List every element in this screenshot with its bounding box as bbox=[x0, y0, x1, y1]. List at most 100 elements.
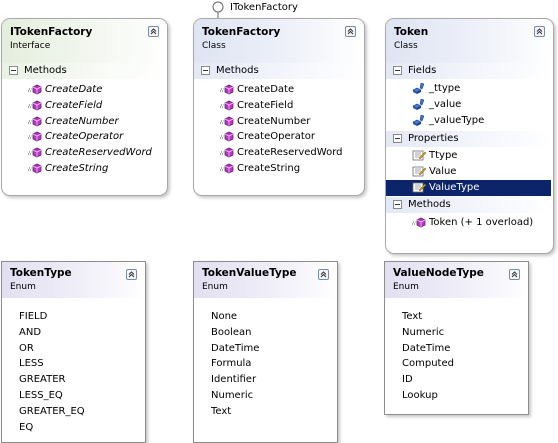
method-icon bbox=[220, 116, 234, 128]
method-name: CreateOperator bbox=[45, 131, 124, 143]
token-properties-section[interactable]: Properties bbox=[386, 131, 553, 148]
tokentype-enum-value[interactable]: FIELD bbox=[19, 311, 48, 322]
valuenodetype-enum-value[interactable]: DateTime bbox=[402, 342, 451, 354]
property-icon bbox=[412, 150, 427, 162]
tokentype-enum-value[interactable]: LESS bbox=[19, 358, 44, 370]
section-collapse-icon[interactable] bbox=[201, 66, 210, 75]
tokenvaluetype-header: TokenValueType Enum bbox=[194, 262, 337, 298]
tokenfactory-method-row[interactable]: CreateField bbox=[194, 98, 364, 114]
method-name: CreateNumber bbox=[237, 115, 311, 127]
method-icon bbox=[220, 147, 234, 159]
tokentype-shape[interactable]: TokenType Enum FIELD AND OR LESS GREATER LESS… bbox=[1, 261, 146, 443]
tokentype-header: TokenType Enum bbox=[2, 262, 145, 298]
method-icon bbox=[28, 100, 42, 112]
itokenfactory-title: ITokenFactory bbox=[10, 26, 93, 38]
tokentype-enum-value[interactable]: EQ bbox=[19, 421, 34, 433]
valuenodetype-enum-value[interactable]: ID bbox=[402, 374, 413, 386]
property-name: Ttype bbox=[429, 150, 458, 162]
tokentype-title: TokenType bbox=[10, 267, 72, 279]
token-field-row[interactable]: _value bbox=[386, 97, 553, 113]
tokentype-stereotype: Enum bbox=[10, 282, 36, 292]
interface-lollipop-label: ITokenFactory bbox=[230, 2, 298, 13]
tokenvaluetype-enum-value[interactable]: Boolean bbox=[211, 326, 252, 338]
tokenfactory-method-row[interactable]: CreateReservedWord bbox=[194, 145, 364, 161]
token-shape[interactable]: Token Class Fields _ttype _value_valueTyp… bbox=[385, 18, 554, 254]
itokenfactory-method-row[interactable]: CreateReservedWord bbox=[2, 145, 167, 161]
section-label: Fields bbox=[408, 65, 437, 76]
valuenodetype-enum-value[interactable]: Text bbox=[402, 311, 423, 322]
tokenfactory-method-row[interactable]: CreateNumber bbox=[194, 114, 364, 130]
tokenvaluetype-enum-value[interactable]: Identifier bbox=[211, 374, 257, 386]
method-name: CreateField bbox=[45, 99, 103, 111]
tokenvaluetype-enum-value[interactable]: Text bbox=[211, 405, 232, 417]
token-title: Token bbox=[394, 26, 429, 38]
tokentype-enum-value[interactable]: AND bbox=[19, 326, 42, 338]
token-stereotype: Class bbox=[394, 41, 418, 51]
section-collapse-icon[interactable] bbox=[393, 66, 402, 75]
token-methods-section[interactable]: Methods bbox=[386, 196, 553, 213]
method-icon bbox=[412, 217, 426, 229]
section-label: Methods bbox=[408, 198, 451, 210]
tokenvaluetype-enum-value[interactable]: Numeric bbox=[211, 389, 254, 401]
tokenvaluetype-title: TokenValueType bbox=[202, 267, 297, 279]
section-label: Methods bbox=[216, 65, 259, 76]
method-icon bbox=[220, 163, 234, 175]
method-name: CreateField bbox=[237, 99, 294, 111]
token-method-row[interactable]: Token (+ 1 overload) bbox=[386, 215, 553, 231]
token-property-row[interactable]: Value bbox=[386, 164, 553, 180]
tokenfactory-title: TokenFactory bbox=[202, 26, 281, 38]
tokenvaluetype-enum-value[interactable]: None bbox=[211, 311, 238, 322]
method-name: Token (+ 1 overload) bbox=[429, 216, 534, 228]
token-field-row[interactable]: _valueType bbox=[386, 113, 553, 129]
collapse-chevron-icon[interactable] bbox=[345, 26, 356, 37]
tokenvaluetype-enum-value[interactable]: Formula bbox=[211, 358, 252, 370]
field-icon bbox=[412, 114, 426, 127]
collapse-chevron-icon[interactable] bbox=[534, 26, 545, 37]
tokenfactory-method-row[interactable]: CreateOperator bbox=[194, 129, 364, 145]
tokenfactory-method-row[interactable]: CreateString bbox=[194, 161, 364, 177]
valuenodetype-enum-value[interactable]: Numeric bbox=[402, 326, 445, 338]
itokenfactory-shape[interactable]: ITokenFactory Interface Methods CreateDa… bbox=[1, 18, 168, 196]
itokenfactory-method-row[interactable]: CreateNumber bbox=[2, 114, 167, 130]
itokenfactory-method-row[interactable]: CreateString bbox=[2, 161, 167, 177]
collapse-chevron-icon[interactable] bbox=[318, 269, 329, 280]
field-name: _ttype bbox=[429, 83, 461, 94]
method-name: CreateDate bbox=[45, 84, 103, 95]
section-collapse-icon[interactable] bbox=[393, 134, 402, 144]
itokenfactory-method-row[interactable]: CreateDate bbox=[2, 82, 167, 98]
collapse-chevron-icon[interactable] bbox=[148, 26, 159, 37]
method-icon bbox=[28, 116, 42, 128]
tokentype-enum-value[interactable]: GREATER_EQ bbox=[19, 405, 85, 417]
section-collapse-icon[interactable] bbox=[393, 199, 402, 209]
valuenodetype-stereotype: Enum bbox=[393, 282, 419, 292]
token-property-row[interactable]: Ttype bbox=[386, 148, 553, 164]
method-icon bbox=[220, 131, 234, 143]
token-header: Token Class bbox=[386, 19, 553, 63]
tokenfactory-method-row[interactable]: CreateDate bbox=[194, 82, 364, 98]
section-collapse-icon[interactable] bbox=[9, 66, 18, 75]
tokentype-enum-value[interactable]: OR bbox=[19, 342, 34, 354]
collapse-chevron-icon[interactable] bbox=[509, 269, 520, 280]
token-field-row[interactable]: _ttype bbox=[386, 81, 553, 97]
tokenfactory-header: TokenFactory Class bbox=[194, 19, 364, 63]
property-name: ValueType bbox=[429, 181, 480, 193]
method-name: CreateString bbox=[45, 162, 109, 174]
token-fields-section[interactable]: Fields bbox=[386, 63, 553, 79]
method-icon bbox=[28, 131, 42, 143]
tokentype-enum-value[interactable]: LESS_EQ bbox=[19, 389, 63, 401]
itokenfactory-methods-section[interactable]: Methods bbox=[2, 63, 167, 79]
tokenvaluetype-enum-value[interactable]: DateTime bbox=[211, 342, 260, 354]
token-property-row[interactable]: ValueType bbox=[386, 179, 551, 196]
method-name: CreateString bbox=[237, 162, 301, 174]
collapse-chevron-icon[interactable] bbox=[126, 269, 137, 280]
itokenfactory-method-row[interactable]: CreateField bbox=[2, 98, 167, 114]
valuenodetype-enum-value[interactable]: Lookup bbox=[402, 389, 438, 401]
method-icon bbox=[28, 163, 42, 175]
valuenodetype-enum-value[interactable]: Computed bbox=[402, 358, 454, 370]
tokentype-enum-value[interactable]: GREATER bbox=[19, 374, 66, 386]
tokenfactory-methods-section[interactable]: Methods bbox=[194, 63, 364, 79]
itokenfactory-method-row[interactable]: CreateOperator bbox=[2, 129, 167, 145]
